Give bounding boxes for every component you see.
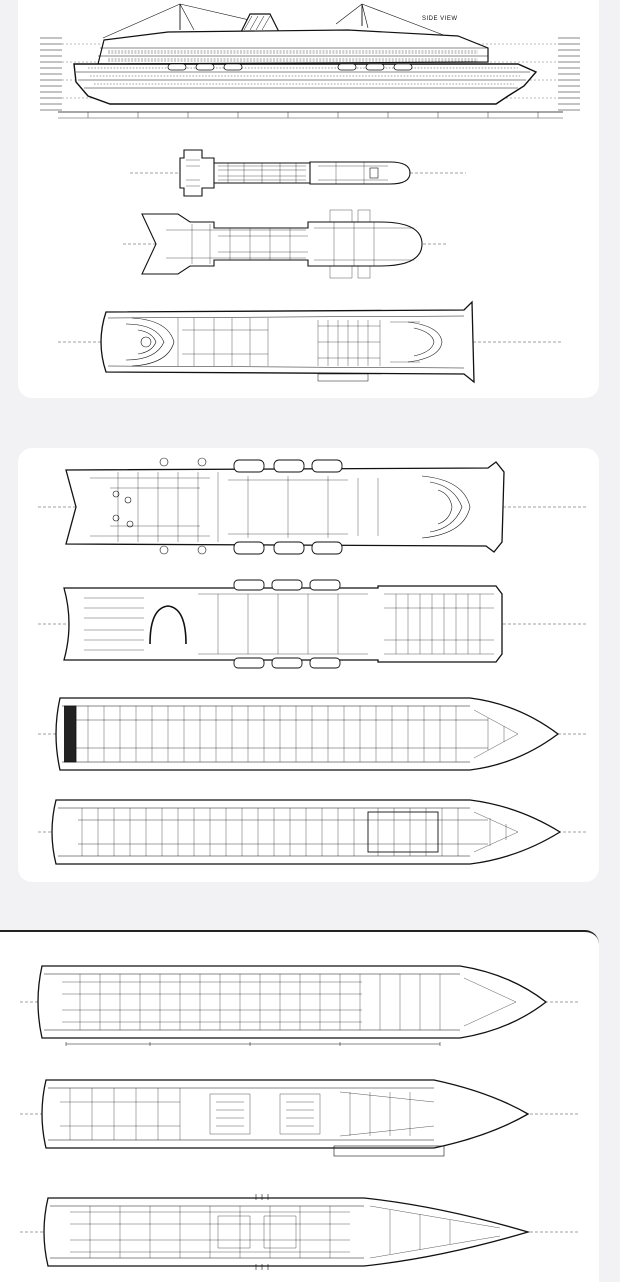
deck-plan-5 [38,579,588,669]
drawing-sheet-1[interactable]: SIDE VIEW [18,0,599,398]
deck-plan-1 [130,149,466,197]
sheet-3-drawing [20,965,580,1270]
deck-plan-8 [20,965,580,1046]
deck-plan-4 [38,457,588,555]
deck-plan-6 [38,697,588,771]
side-view-label: SIDE VIEW [422,16,458,22]
side-view-elevation [40,3,580,119]
sheet-2-drawing [38,457,588,865]
deck-level-scale-left [40,37,62,111]
sheet-1-drawing: SIDE VIEW [40,3,580,384]
drawing-sheet-3[interactable] [0,930,599,1282]
deck-plan-2 [123,209,448,279]
drawing-sheet-2[interactable] [18,448,599,882]
deck-level-scale-right [558,37,580,111]
deck-plan-7 [38,799,588,865]
deck-plan-9 [20,1079,580,1157]
deck-plan-10 [20,1194,580,1270]
deck-plan-3 [58,300,563,384]
